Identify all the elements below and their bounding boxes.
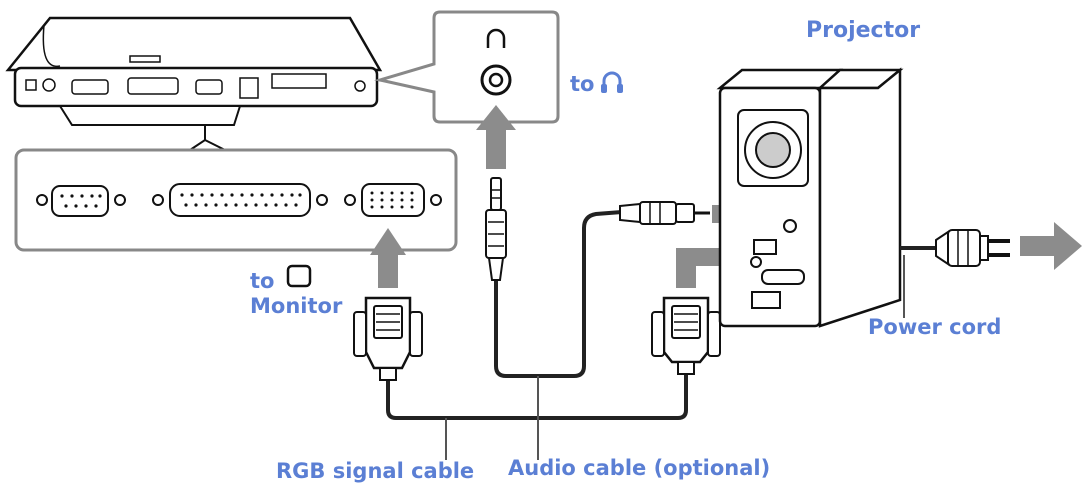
projector-label: Projector [806, 18, 921, 43]
headphone-icon [601, 71, 623, 93]
monitor-label: Monitor [250, 294, 343, 318]
arrow-power-out [1020, 222, 1082, 270]
to-headphones-label: to [570, 72, 595, 96]
port-panel-closeup [14, 148, 458, 252]
to-monitor-label: to [250, 269, 275, 293]
vga-connector-right [651, 296, 721, 375]
audio-cable-label: Audio cable (optional) [508, 456, 771, 480]
rca-plug [619, 201, 710, 225]
laptop [5, 16, 383, 151]
audio-cable-line [494, 210, 623, 378]
rgb-signal-cable-label: RGB signal cable [276, 459, 475, 483]
power-plug [935, 229, 1010, 267]
laptop-port-row [25, 73, 366, 99]
jack-headphone-icon [486, 28, 506, 48]
power-cord-label: Power cord [868, 315, 1002, 339]
arrow-to-headphone-jack [476, 105, 516, 169]
monitor-icon [286, 264, 312, 288]
arrow-to-vga [370, 228, 406, 288]
projector [716, 67, 904, 328]
headphone-jack-closeup [374, 10, 560, 124]
parallel-port [152, 183, 328, 217]
serial-port [36, 185, 126, 217]
vga-connector-left [353, 296, 423, 381]
audio-mini-plug [485, 177, 507, 281]
